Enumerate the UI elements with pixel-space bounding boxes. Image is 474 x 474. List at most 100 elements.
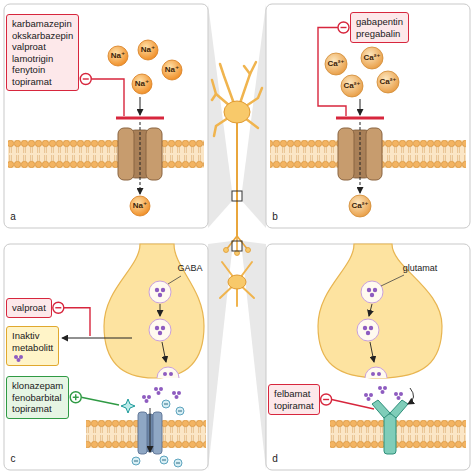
glutamate-synapse-panel — [384, 414, 396, 454]
molecule-label: glutamat — [403, 264, 438, 273]
ion-label: Na⁺ — [165, 66, 179, 74]
chloride-ion — [178, 411, 182, 412]
drug-box: karbamazepin okskarbazepin valproat lamo… — [6, 14, 79, 91]
gaba-synapse-panel — [162, 342, 166, 362]
panel-frame — [4, 4, 470, 470]
activation-sign — [70, 392, 81, 403]
panel-frame — [266, 4, 470, 228]
drug-box: felbamat topiramat — [268, 384, 320, 415]
gaba-synapse-panel — [142, 395, 146, 399]
inhibition-line — [318, 28, 346, 117]
glutamate-synapse-panel — [367, 397, 371, 401]
calcium-channel-panel — [325, 53, 347, 75]
ion-label: Na⁺ — [135, 80, 149, 88]
gaba-synapse-panel — [155, 326, 159, 330]
calcium-channel-panel — [336, 117, 384, 120]
sodium-channel-panel — [108, 46, 128, 66]
glutamate-synapse-panel — [369, 326, 373, 330]
metabolite-dot — [17, 358, 21, 362]
glutamate-synapse-panel — [371, 372, 375, 376]
ion-label: Ca²⁺ — [351, 202, 368, 210]
inhibition-sign — [321, 394, 332, 405]
gaba-synapse-panel — [150, 408, 151, 452]
neuron — [212, 62, 262, 306]
sodium-channel-panel — [132, 74, 152, 94]
neuron — [226, 236, 248, 252]
glutamate-synapse-panel — [381, 390, 385, 394]
glutamate-synapse-panel — [377, 372, 381, 376]
gaba-synapse-panel — [177, 391, 181, 395]
chloride-ion — [160, 456, 168, 464]
gaba-synapse-panel — [161, 288, 165, 292]
sodium-channel-panel — [118, 128, 134, 180]
glutamate-synapse-panel — [369, 393, 373, 397]
activation-line — [81, 397, 119, 405]
neuron — [220, 262, 254, 306]
glutamate-synapse-panel — [370, 342, 374, 362]
glutamate-synapse-panel — [330, 420, 466, 448]
glutamate-synapse-panel — [357, 281, 387, 378]
sodium-channel-panel — [138, 40, 158, 60]
ion-label: Ca²⁺ — [327, 60, 344, 68]
gaba-synapse-panel — [175, 395, 179, 399]
chloride-ion — [132, 400, 184, 467]
zoom-fan — [242, 241, 266, 470]
gaba-synapse-panel — [161, 326, 165, 330]
neuron — [224, 248, 229, 253]
gaba-synapse-panel — [153, 412, 162, 454]
drug-box: klonazepam fenobarbital topiramat — [6, 376, 69, 419]
glutamate-synapse-panel — [318, 244, 466, 454]
neuron — [228, 275, 246, 289]
glutamate-synapse-panel — [390, 400, 408, 418]
sodium-channel-panel — [140, 122, 141, 194]
gaba-synapse-panel — [104, 244, 204, 378]
glutamate-synapse-panel — [408, 388, 414, 404]
neuron — [236, 122, 238, 236]
panel-letter: d — [272, 454, 278, 464]
sodium-channel-panel — [8, 140, 204, 168]
gaba-synapse-panel — [172, 391, 176, 395]
chloride-ion — [134, 461, 138, 462]
panel-letter: c — [11, 454, 16, 464]
drug-text: valproat — [12, 302, 46, 314]
drug-text: gabapentin pregabalin — [356, 16, 403, 39]
gaba-synapse-panel — [158, 331, 162, 335]
inhibition-sign — [338, 22, 349, 33]
panel-letter: a — [10, 212, 16, 222]
sodium-channel-panel — [146, 128, 162, 180]
gaba-synapse-panel — [86, 244, 206, 467]
sodium-channel-panel — [108, 40, 182, 216]
panel-frame — [4, 244, 208, 470]
glutamate-synapse-panel — [366, 331, 370, 335]
gaba-synapse-panel — [142, 288, 181, 403]
zoom-fan — [208, 4, 266, 470]
inhibition-sign — [338, 22, 349, 33]
neuron — [232, 241, 242, 251]
gaba-synapse-panel — [149, 281, 171, 303]
glutamate-synapse-panel — [365, 367, 387, 378]
inhibition-sign — [341, 27, 347, 28]
glutamate-synapse-panel — [373, 288, 377, 292]
ion-label: Ca²⁺ — [379, 78, 396, 86]
glutamate-synapse-panel — [394, 392, 398, 396]
sodium-channel-panel — [162, 60, 182, 80]
sodium-channel-panel — [116, 117, 164, 120]
glutamate-synapse-panel — [370, 293, 374, 297]
glutamate-synapse-panel — [363, 326, 367, 330]
glutamate-synapse-panel — [397, 396, 401, 400]
ion-label: Na⁺ — [141, 46, 155, 54]
panel-frame — [266, 244, 470, 470]
inhibition-sign — [53, 302, 64, 313]
chloride-ion — [174, 459, 182, 467]
inhibition-line — [332, 400, 374, 410]
ion-label: Na⁺ — [111, 52, 125, 60]
glutamate-synapse-panel — [378, 386, 382, 390]
chloride-ion — [176, 407, 184, 415]
calcium-channel-panel — [360, 122, 361, 193]
calcium-channel-panel — [361, 47, 383, 69]
neuron — [236, 236, 238, 252]
calcium-channel-panel — [366, 128, 382, 180]
calcium-channel-panel — [338, 128, 354, 180]
metabolism-arrow — [62, 338, 132, 339]
